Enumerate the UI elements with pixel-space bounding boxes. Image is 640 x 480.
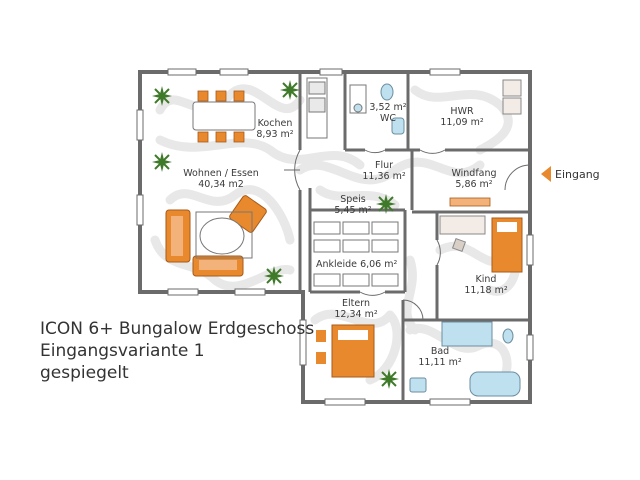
walls	[138, 70, 532, 404]
room-label-flur: Flur 11,36 m²	[356, 160, 412, 182]
room-label-hwr: HWR 11,09 m²	[432, 106, 492, 128]
room-area: 6,06 m²	[360, 259, 398, 270]
sofa-icon	[165, 195, 267, 277]
plant-icon	[152, 80, 399, 389]
room-area: 11,09 m²	[440, 117, 484, 128]
room-name: WC	[379, 113, 397, 124]
windows	[136, 68, 534, 406]
room-name-area: Ankleide 6,06 m²	[316, 259, 398, 270]
shower-icon	[441, 321, 493, 347]
room-area: 8,93 m²	[256, 129, 294, 140]
room-area: 3,52 m²	[369, 102, 407, 113]
bathtub-icon	[469, 371, 521, 397]
toilet-icon	[380, 83, 405, 135]
arrow-left-icon	[541, 166, 551, 182]
room-label-windfang: Windfang 5,86 m²	[443, 168, 505, 190]
room-label-speis: Speis 5,45 m²	[328, 194, 378, 216]
room-name: Eltern	[342, 298, 370, 309]
ankleide-shelves	[313, 221, 399, 287]
entrance-label: Eingang	[555, 167, 600, 181]
room-label-wc: 3,52 m² WC	[366, 102, 410, 124]
room-area: 11,18 m²	[464, 285, 508, 296]
room-area: 11,11 m²	[418, 357, 462, 368]
room-area: 40,34 m2	[198, 179, 244, 190]
eltern-bed	[316, 324, 375, 378]
room-name: Kind	[475, 274, 497, 285]
windfang-bench	[449, 197, 491, 207]
room-name: Bad	[430, 346, 450, 357]
kind-desk	[439, 215, 486, 253]
hwr-shelves	[502, 79, 522, 115]
plan-caption: ICON 6+ Bungalow Erdgeschoss Eingangsvar…	[40, 318, 314, 384]
room-name: HWR	[450, 106, 474, 117]
entrance-marker: Eingang	[541, 166, 600, 182]
caption-line-2: Eingangsvariante 1	[40, 341, 205, 361]
room-label-eltern: Eltern 12,34 m²	[328, 298, 384, 320]
room-name: Kochen	[257, 118, 293, 129]
bad-fixtures	[409, 328, 514, 393]
room-area: 11,36 m²	[362, 171, 406, 182]
bed-icon	[491, 217, 523, 273]
caption-line-3: gespiegelt	[40, 363, 129, 383]
room-name: Flur	[374, 160, 394, 171]
dining-table	[192, 90, 256, 143]
room-label-kochen: Kochen 8,93 m²	[250, 118, 300, 140]
doors	[284, 149, 531, 321]
interior-walls	[298, 72, 530, 402]
room-area: 12,34 m²	[334, 309, 378, 320]
room-name: Windfang	[451, 168, 497, 179]
room-area: 5,45 m²	[334, 205, 372, 216]
room-name: Ankleide	[316, 259, 358, 270]
room-label-wohnen: Wohnen / Essen 40,34 m2	[176, 168, 266, 190]
room-label-bad: Bad 11,11 m²	[412, 346, 468, 368]
room-name: Wohnen / Essen	[183, 168, 259, 179]
room-area: 5,86 m²	[455, 179, 493, 190]
caption-line-1: ICON 6+ Bungalow Erdgeschoss	[40, 319, 315, 339]
wc-fixtures	[349, 84, 367, 114]
room-label-kind: Kind 11,18 m²	[458, 274, 514, 296]
kitchen-counter	[306, 77, 328, 139]
room-label-ankleide: Ankleide 6,06 m²	[316, 259, 398, 270]
room-name: Speis	[340, 194, 366, 205]
